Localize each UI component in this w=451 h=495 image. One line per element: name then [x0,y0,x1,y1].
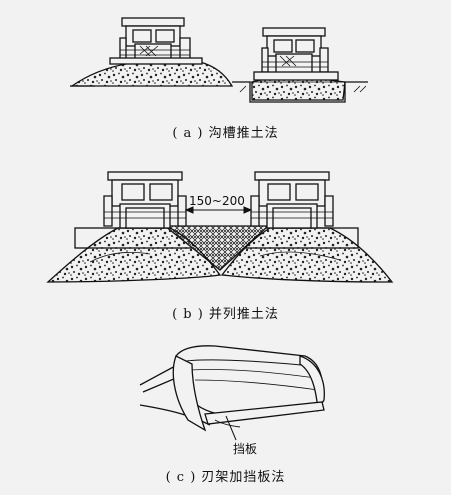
caption-a: ( a ) 沟槽推土法 [172,126,279,141]
bulldozer-b-right [250,171,334,229]
diagram-b [46,171,394,283]
gap-dimension-line [184,198,253,218]
diagram-a [69,17,368,103]
gap-dimension-label: 150~200 [189,194,245,208]
bulldozer-b-left [103,171,187,229]
caption-c: ( c ) 刃架加挡板法 [165,470,286,485]
bulldozer-a-right [253,27,339,81]
diagram-c [139,345,325,441]
caption-b: ( b ) 并列推土法 [172,307,279,322]
baffle-label: 挡板 [233,442,258,456]
bulldozer-a-left [109,17,203,65]
